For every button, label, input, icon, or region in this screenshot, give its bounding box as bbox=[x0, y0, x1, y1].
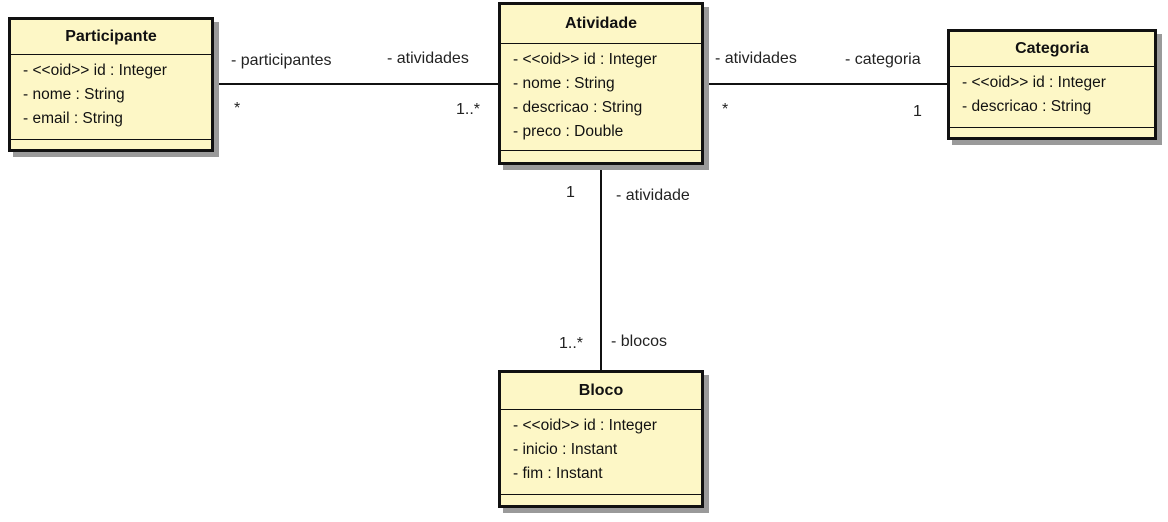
attribute: - nome : String bbox=[23, 86, 125, 103]
multiplicity-label: 1 bbox=[913, 103, 922, 120]
class-name: Categoria bbox=[950, 32, 1154, 67]
attribute: - <<oid>> id : Integer bbox=[513, 417, 657, 434]
class-categoria[interactable]: Categoria - <<oid>> id : Integer - descr… bbox=[947, 29, 1157, 140]
multiplicity-label: 1..* bbox=[559, 335, 584, 352]
role-label: - atividade bbox=[616, 187, 690, 204]
class-bloco[interactable]: Bloco - <<oid>> id : Integer - inicio : … bbox=[498, 370, 704, 508]
attribute: - <<oid>> id : Integer bbox=[23, 62, 167, 79]
attribute: - inicio : Instant bbox=[513, 441, 618, 458]
operations-compartment bbox=[501, 495, 701, 511]
role-label: - blocos bbox=[611, 333, 668, 350]
role-label: - atividades bbox=[387, 50, 469, 67]
multiplicity-label: 1 bbox=[566, 184, 575, 201]
class-name: Bloco bbox=[501, 373, 701, 410]
role-label: - participantes bbox=[231, 52, 332, 69]
attribute-list: - <<oid>> id : Integer - nome : String -… bbox=[11, 55, 211, 140]
attribute: - fim : Instant bbox=[513, 465, 603, 482]
attribute-list: - <<oid>> id : Integer - descricao : Str… bbox=[950, 67, 1154, 128]
operations-compartment bbox=[501, 151, 701, 167]
role-label: - categoria bbox=[845, 51, 921, 68]
class-atividade[interactable]: Atividade - <<oid>> id : Integer - nome … bbox=[498, 2, 704, 165]
operations-compartment bbox=[11, 140, 211, 156]
role-label: - atividades bbox=[715, 50, 797, 67]
attribute: - <<oid>> id : Integer bbox=[962, 74, 1106, 91]
class-name: Atividade bbox=[501, 5, 701, 44]
multiplicity-label: * bbox=[234, 100, 241, 117]
attribute: - email : String bbox=[23, 110, 123, 127]
attribute-list: - <<oid>> id : Integer - inicio : Instan… bbox=[501, 410, 701, 495]
attribute-list: - <<oid>> id : Integer - nome : String -… bbox=[501, 44, 701, 151]
class-name: Participante bbox=[11, 20, 211, 55]
operations-compartment bbox=[950, 128, 1154, 144]
multiplicity-label: 1..* bbox=[456, 101, 481, 118]
class-participante[interactable]: Participante - <<oid>> id : Integer - no… bbox=[8, 17, 214, 152]
attribute: - preco : Double bbox=[513, 123, 624, 140]
attribute: - nome : String bbox=[513, 75, 615, 92]
attribute: - descricao : String bbox=[513, 99, 643, 116]
attribute: - <<oid>> id : Integer bbox=[513, 51, 657, 68]
attribute: - descricao : String bbox=[962, 98, 1092, 115]
multiplicity-label: * bbox=[722, 101, 729, 118]
